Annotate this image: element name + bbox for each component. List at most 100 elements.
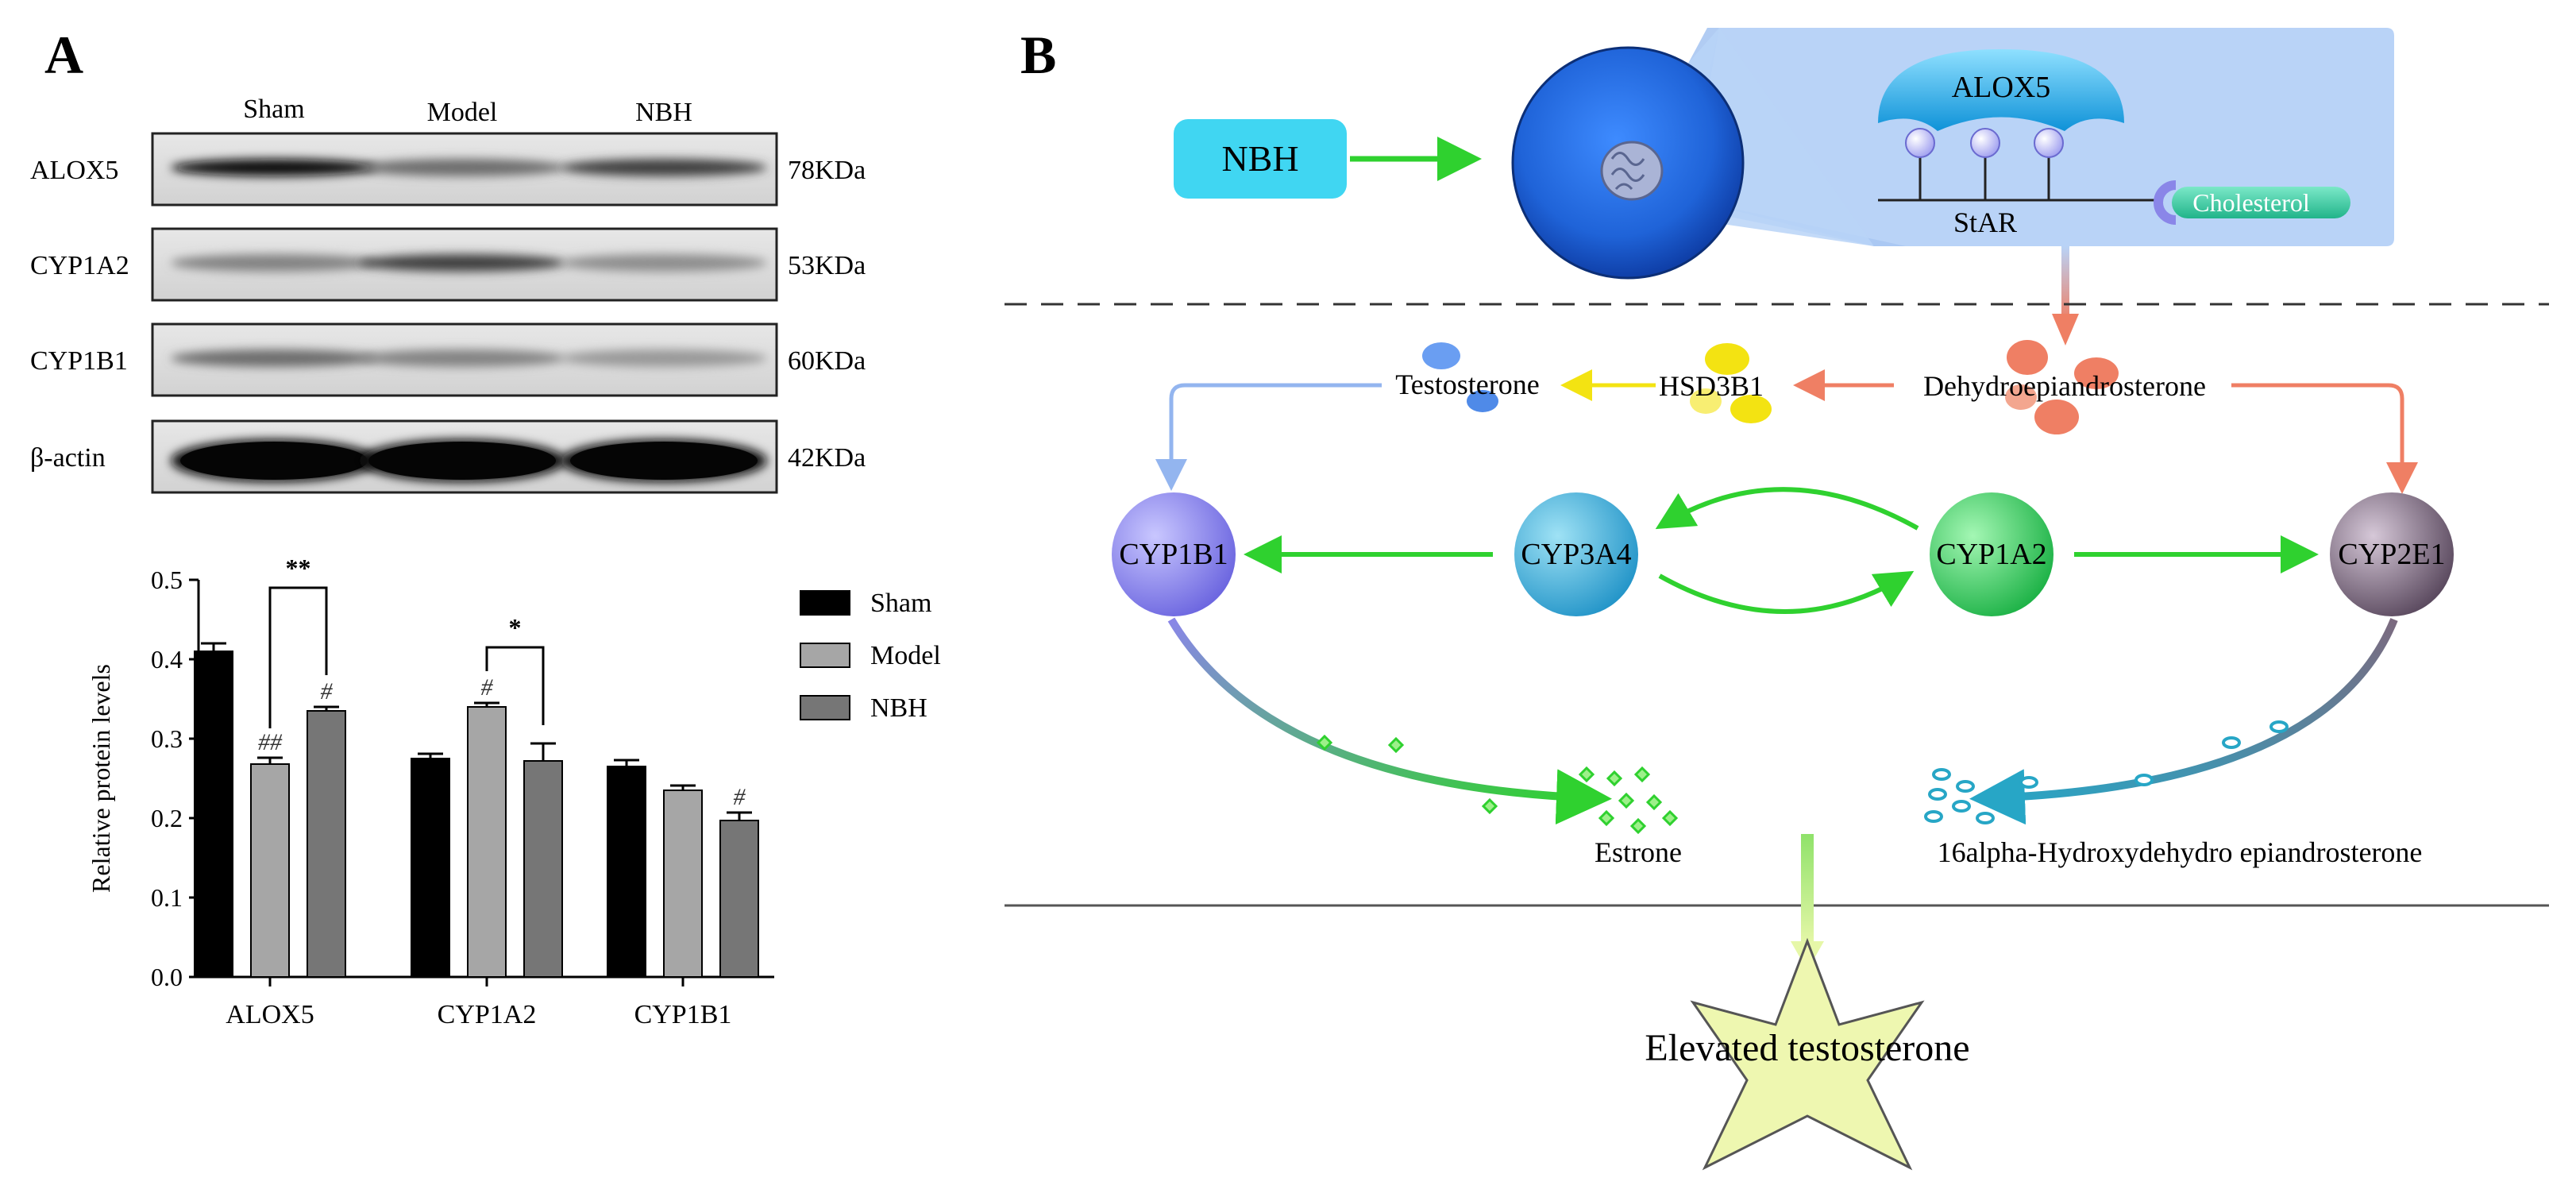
significance-bracket (268, 586, 328, 728)
cholesterol-capsule (2172, 187, 2350, 218)
legend-label: Sham (870, 589, 931, 618)
significance-bracket (485, 646, 545, 725)
blot-col-nbh: NBH (635, 98, 692, 127)
cyp1a2-node (1930, 492, 2053, 616)
cyp1b1-node (1112, 492, 1236, 616)
alox5-label: ALOX5 (1952, 71, 2051, 104)
blot-protein-label: ALOX5 (30, 156, 118, 185)
blot-band (561, 159, 767, 176)
legend-swatch (800, 695, 850, 720)
y-axis-label: Relative protein levels (87, 664, 115, 893)
blot-band (359, 349, 565, 367)
star-knob (2034, 128, 2064, 158)
star-knob (1970, 128, 2000, 158)
cyp1b1-label: CYP1B1 (1119, 538, 1228, 571)
hash-annotation: # (734, 784, 746, 810)
mitochondrion (1600, 141, 1664, 201)
legend-swatch (800, 590, 850, 616)
elevated-star (1690, 937, 1925, 1171)
hsd3b1-molecules (1690, 343, 1772, 423)
bar (467, 706, 507, 978)
y-tick-label: 0.1 (151, 883, 183, 912)
dhea-molecules (2005, 340, 2119, 434)
blot-band (359, 159, 565, 176)
y-tick-label: 0.4 (151, 645, 183, 674)
testosterone-label: Testosterone (1395, 369, 1539, 400)
legend-swatch (800, 643, 850, 668)
blot-size-label: 60KDa (788, 346, 866, 376)
bar (663, 790, 703, 978)
steroid-arrow-shaft (2061, 246, 2069, 322)
mitochondrion-cristae (1610, 152, 1645, 191)
bar (523, 760, 563, 978)
blot-col-sham: Sham (243, 95, 304, 124)
cyp3a4-label: CYP3A4 (1521, 538, 1631, 571)
testosterone-to-cyp1b1-arrow (1155, 383, 1382, 491)
hash-annotation: # (481, 674, 494, 701)
cyp2e1-label: CYP2E1 (2338, 538, 2445, 571)
significance-stars: ** (286, 554, 311, 582)
bar (719, 820, 759, 978)
dhea-label: Dehydroepiandrosterone (1923, 370, 2206, 402)
blot-band (171, 349, 377, 367)
blot-size-label: 53KDa (788, 251, 866, 280)
y-tick-label: 0.3 (151, 724, 183, 753)
alox5-enzyme (1878, 49, 2124, 131)
hsd3b1-label: HSD3B1 (1659, 370, 1764, 402)
x-tick-label: CYP1A2 (438, 1000, 537, 1029)
legend-label: Model (870, 641, 941, 670)
x-tick-label: ALOX5 (226, 1000, 314, 1029)
result-arrow-shaft (1801, 834, 1814, 945)
blot-protein-label: CYP1A2 (30, 251, 129, 280)
blot-band-core (180, 442, 368, 480)
blot-band (561, 254, 767, 272)
hash-annotation: ## (258, 729, 283, 755)
nbh-box (1174, 119, 1347, 199)
bar (194, 651, 233, 978)
bar (607, 766, 646, 978)
dhea-to-cyp2e1-arrow (2231, 383, 2418, 494)
elevated-label: Elevated testosterone (1645, 1027, 1969, 1069)
y-tick-label: 0.0 (151, 963, 183, 991)
blot-band (359, 254, 565, 272)
legend-label: NBH (870, 693, 927, 723)
x-tick-label: CYP1B1 (634, 1000, 732, 1029)
star-binding-site (2154, 180, 2177, 225)
y-tick-label: 0.5 (151, 566, 183, 594)
star-label: StAR (1953, 207, 2017, 238)
blot-band-core (570, 442, 758, 480)
blot-band (171, 159, 377, 176)
cyp1a2-to-cyp3a4-arrow (1655, 487, 1919, 531)
cyp1b1-to-estrone-arrow (1167, 617, 1612, 825)
cyp1a2-label: CYP1A2 (1936, 538, 2046, 571)
nbh-label: NBH (1221, 138, 1298, 179)
star-knob (1905, 128, 1935, 158)
cyp3a4-to-cyp1a2-arrow (1658, 570, 1915, 614)
bar (411, 758, 450, 978)
estrone-label: Estrone (1595, 836, 1682, 868)
blot-protein-label: β-actin (30, 443, 106, 473)
blot-col-model: Model (427, 98, 498, 127)
steroid-arrow-head (2052, 314, 2079, 346)
cyp2e1-to-hydroxy-arrow (1969, 618, 2398, 825)
hash-annotation: # (321, 678, 334, 705)
blot-size-label: 42KDa (788, 443, 866, 473)
bar (250, 763, 290, 978)
bar (307, 710, 346, 978)
hydroxy-molecules (1924, 720, 2289, 824)
star-complex (1878, 128, 2160, 202)
y-tick-label: 0.2 (151, 804, 183, 832)
blot-protein-label: CYP1B1 (30, 346, 128, 376)
blot-size-label: 78KDa (788, 156, 866, 185)
cholesterol-label: Cholesterol (2192, 188, 2310, 217)
blot-band (561, 349, 767, 367)
cyp2e1-node (2330, 492, 2454, 616)
testosterone-molecules (1422, 342, 1498, 412)
significance-stars: * (509, 613, 522, 642)
panel-a-label: A (44, 25, 83, 85)
panel-b-label: B (1020, 25, 1056, 85)
estrone-molecules (1316, 734, 1679, 835)
cyp3a4-node (1514, 492, 1638, 616)
